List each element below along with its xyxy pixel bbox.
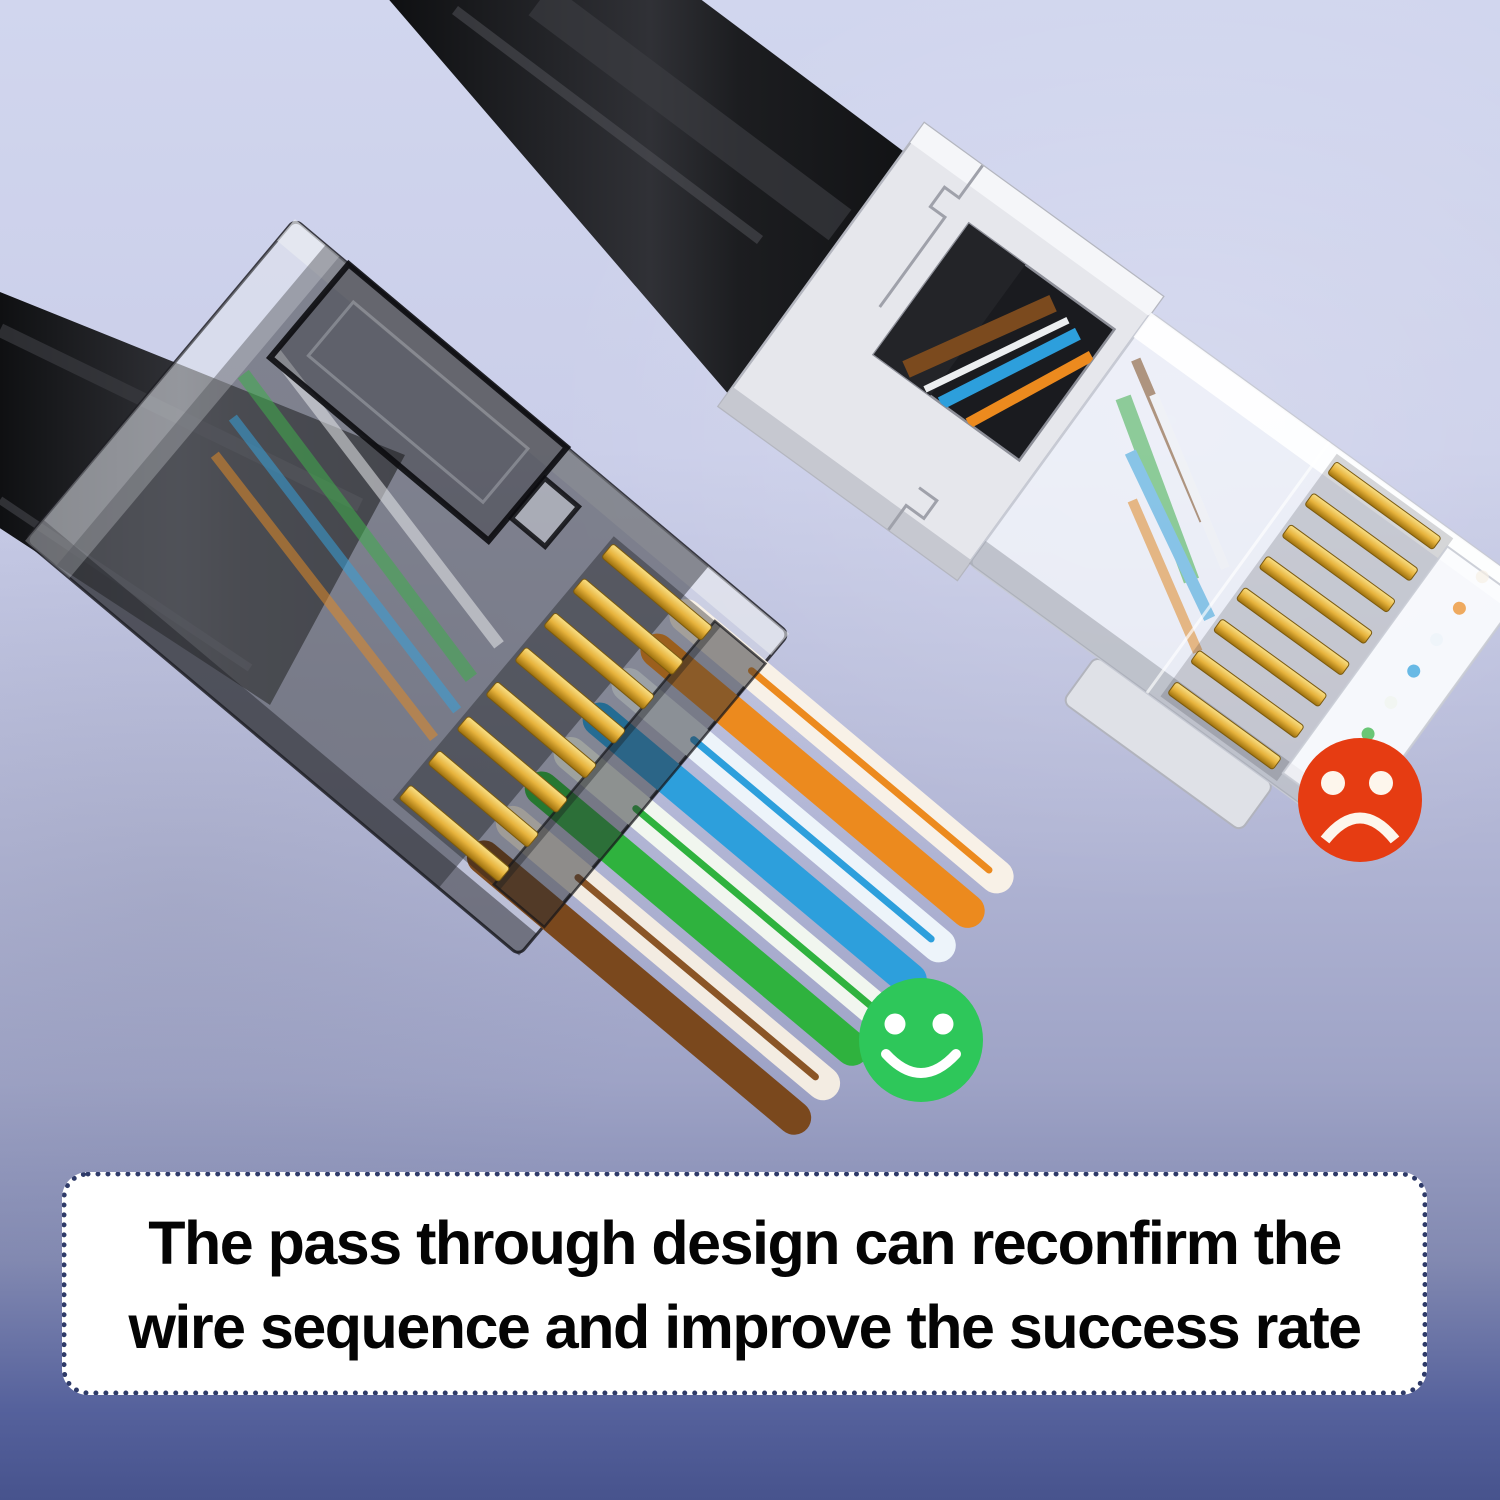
cable-jacket-end xyxy=(873,223,1026,396)
boot-seam xyxy=(887,486,939,531)
internal-wire-streaks xyxy=(1115,357,1230,654)
pin-contact xyxy=(399,785,510,882)
wire-end-dot xyxy=(1361,727,1375,741)
boot-seam xyxy=(878,164,984,308)
frowny-eye xyxy=(1321,771,1345,795)
wire-end-dot xyxy=(1475,570,1489,584)
pin-contact xyxy=(602,544,712,641)
boot-bottom-shade xyxy=(718,386,972,580)
caption-line-1: The pass through design can reconfirm th… xyxy=(148,1209,1342,1277)
pin-contact xyxy=(1305,493,1418,581)
body-bottom-edge xyxy=(25,519,538,956)
window-wire-blue xyxy=(937,327,1081,410)
wire-stripe xyxy=(574,874,819,1081)
pin-contact xyxy=(1282,524,1396,613)
caption-box: The pass through design can reconfirm th… xyxy=(62,1172,1427,1395)
body-facet-line xyxy=(1145,441,1331,694)
wire-end-dot xyxy=(1430,633,1444,647)
pin-contacts xyxy=(392,536,721,890)
pin-comb-base xyxy=(1160,453,1454,782)
boot-top-bevel xyxy=(910,123,1163,316)
window-wire-white xyxy=(923,317,1070,393)
wire-end-dot xyxy=(1384,695,1398,709)
body-top-bevel xyxy=(276,219,790,656)
smiley-eye xyxy=(932,1013,954,1035)
internal-wire-streaks xyxy=(210,348,504,741)
cable-highlight xyxy=(0,496,253,672)
boot-window xyxy=(871,221,1117,463)
pass-through-connector xyxy=(25,219,1014,1135)
caption-line-2: wire sequence and improve the success ra… xyxy=(128,1293,1362,1361)
cable-highlight xyxy=(0,323,364,512)
wire-stripe xyxy=(748,667,993,874)
pin-contact xyxy=(1236,587,1350,675)
pin-contact xyxy=(1168,682,1281,770)
pin-contact xyxy=(1259,556,1373,644)
smiley-face-icon xyxy=(859,978,983,1102)
pin-contact xyxy=(544,613,654,709)
pin-contact xyxy=(515,647,626,744)
frowny-eye xyxy=(1369,771,1393,795)
window-wire-orange xyxy=(965,351,1095,429)
pin-contact xyxy=(1328,462,1441,550)
pin-contacts xyxy=(1160,453,1454,782)
cable-highlight xyxy=(528,0,852,241)
pin-contact xyxy=(1213,619,1327,707)
pin-contact xyxy=(1191,650,1304,738)
latch-tab xyxy=(507,474,583,550)
wire-end-dot xyxy=(1452,601,1466,615)
pin-contact xyxy=(573,578,683,675)
wire-stripe xyxy=(690,736,935,943)
pin-contact xyxy=(457,716,568,813)
shield-boot xyxy=(716,121,1165,582)
wire-stripe xyxy=(632,805,877,1012)
frowny-mouth xyxy=(1320,812,1400,844)
connector-nose xyxy=(491,619,768,929)
clear-back xyxy=(25,219,340,579)
left-cable xyxy=(0,292,405,705)
connector-latch xyxy=(265,259,583,550)
wire-end-dot xyxy=(1407,664,1421,678)
standard-connector xyxy=(716,121,1500,837)
cable-highlight xyxy=(451,6,764,244)
frowny-face-icon xyxy=(1298,738,1422,862)
smiley-mouth xyxy=(881,1049,961,1078)
smiley-eye xyxy=(884,1013,906,1035)
pin-contact xyxy=(486,681,597,778)
window-wire-brown xyxy=(902,295,1057,378)
pin-contact xyxy=(428,750,539,847)
